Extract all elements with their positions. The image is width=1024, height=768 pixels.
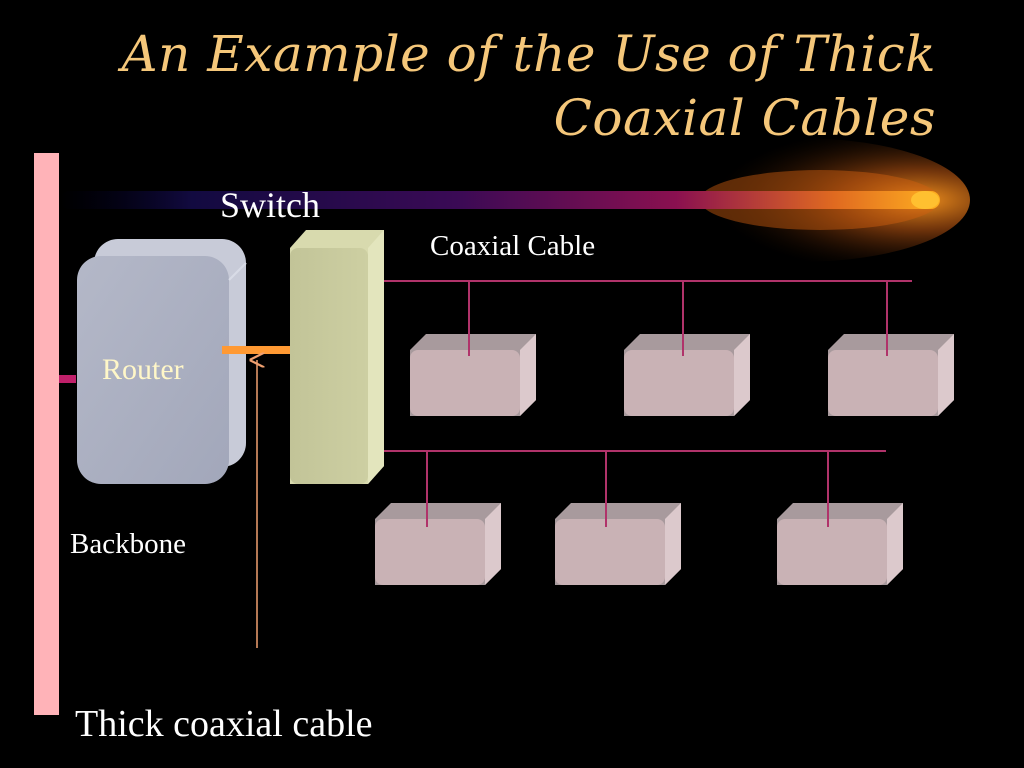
backbone-tap <box>59 375 76 383</box>
host-computer[interactable] <box>777 503 903 585</box>
decorative-streak <box>60 138 970 262</box>
drop-cables <box>426 281 888 527</box>
title-line-1: An Example of the Use of Thick <box>121 25 936 83</box>
host-computer[interactable] <box>555 503 681 585</box>
host-computer[interactable] <box>375 503 501 585</box>
router-node[interactable] <box>77 239 247 484</box>
host-computer[interactable] <box>624 334 750 416</box>
slide-title: An Example of the Use of Thick Coaxial C… <box>121 22 936 150</box>
host-computer[interactable] <box>828 334 954 416</box>
coaxial-cable-label: Coaxial Cable <box>430 230 596 262</box>
title-line-2: Coaxial Cables <box>553 89 936 147</box>
backbone-label: Backbone <box>70 528 186 560</box>
host-computer[interactable] <box>410 334 536 416</box>
router-label: Router <box>102 353 184 386</box>
switch-label: Switch <box>220 185 321 225</box>
router-switch-link <box>222 346 292 354</box>
switch-node[interactable] <box>290 230 384 484</box>
backbone-cable <box>34 153 59 715</box>
thick-coaxial-cable-label: Thick coaxial cable <box>75 703 373 745</box>
